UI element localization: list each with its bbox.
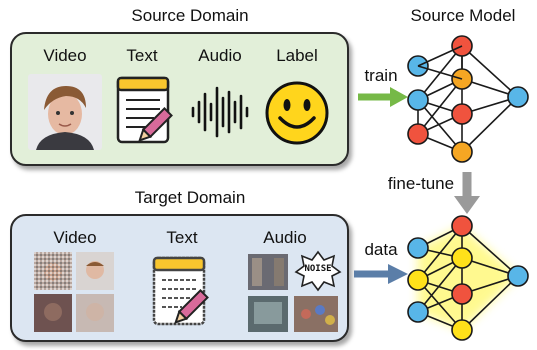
source-model-title: Source Model [410, 6, 516, 25]
target-domain-title: Target Domain [134, 188, 246, 207]
train-arrow-label: train [364, 66, 398, 85]
source-audio-waveform-icon [191, 86, 249, 138]
data-arrow [354, 264, 408, 284]
source-audio-label: Audio [198, 46, 242, 65]
data-arrow-label: data [364, 240, 398, 259]
fine-tune-arrow [454, 172, 480, 214]
noise-badge-text: NOISE [304, 264, 332, 274]
train-arrow [358, 87, 408, 107]
fine-tune-arrow-label: fine-tune [387, 174, 455, 193]
source-video-label: Video [43, 46, 87, 65]
target-audio-label: Audio [263, 228, 307, 247]
source-label-label: Label [276, 46, 318, 65]
target-text-label: Text [166, 228, 198, 247]
source-smiley-label-icon [265, 81, 329, 145]
target-video-label: Video [53, 228, 97, 247]
source-model-network [407, 35, 529, 163]
target-audio-thumbnails [248, 254, 338, 332]
noise-badge-icon [294, 250, 342, 292]
source-video-thumbnail [28, 74, 102, 150]
source-text-label: Text [126, 46, 158, 65]
target-video-thumbnails [34, 252, 114, 332]
source-domain-title: Source Domain [131, 6, 249, 25]
source-notepad-icon [116, 76, 173, 144]
target-notepad-icon [152, 256, 209, 326]
fine-tuned-model-network [407, 215, 529, 341]
